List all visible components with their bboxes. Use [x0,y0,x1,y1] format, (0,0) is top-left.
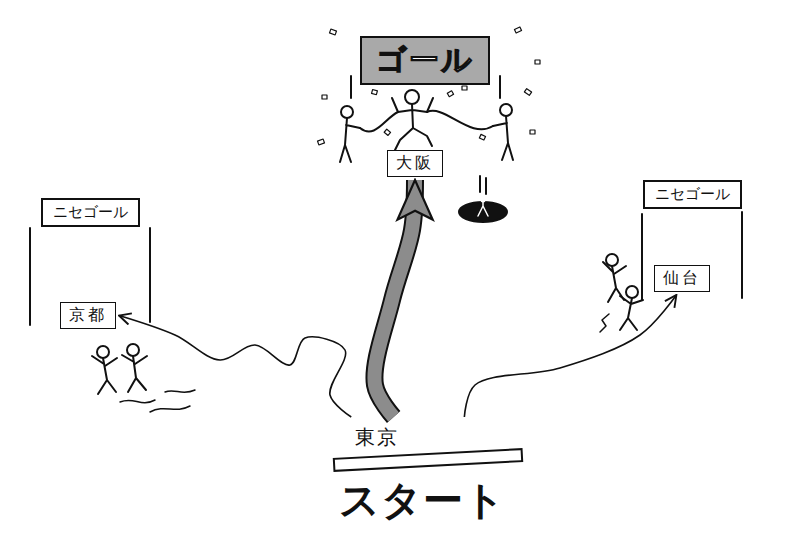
confetti [317,27,540,145]
node-text: ニセゴール [655,185,730,204]
goal-pole [499,76,501,98]
tape-holder [493,104,513,160]
goal-tape [360,112,398,132]
start-bar [333,448,523,472]
tumbling-person [122,344,147,392]
city-sign: 京都 [60,302,116,329]
banner-pole [29,228,31,325]
banner-pole [149,228,151,322]
banner-pole [641,214,643,300]
splash-lines [120,390,195,412]
arrow-path [119,316,351,418]
tape-holder [340,106,360,162]
fake-goal-banner: ニセゴール [41,198,140,227]
goal-banner: ゴール [360,36,490,85]
arrow-path [464,295,676,417]
arrow-path [374,180,415,417]
node-text: ニセゴール [53,203,128,222]
start-line: 東京スタート [327,420,529,530]
goal-pole [350,76,352,98]
arrow-outline [374,180,415,417]
city-sign: 大阪 [387,150,443,177]
node-text: 東京 [355,424,399,451]
jumping-person [620,286,643,330]
banner-pole [741,212,743,298]
pit [459,176,507,222]
node-text: ゴール [376,40,474,81]
node-text: 大阪 [396,153,434,174]
runner [392,90,433,150]
city-sign: 仙台 [654,265,710,292]
node-text: 仙台 [663,268,701,289]
zigzag [600,314,609,332]
route-arrow [374,180,415,417]
route-arrow [119,316,351,418]
tumbling-person [92,346,117,394]
node-text: 京都 [69,305,107,326]
route-arrow [464,295,676,417]
goal-tape [427,111,493,129]
jumping-person [603,254,626,302]
fake-goal-banner: ニセゴール [643,180,742,209]
node-text: スタート [339,473,506,528]
